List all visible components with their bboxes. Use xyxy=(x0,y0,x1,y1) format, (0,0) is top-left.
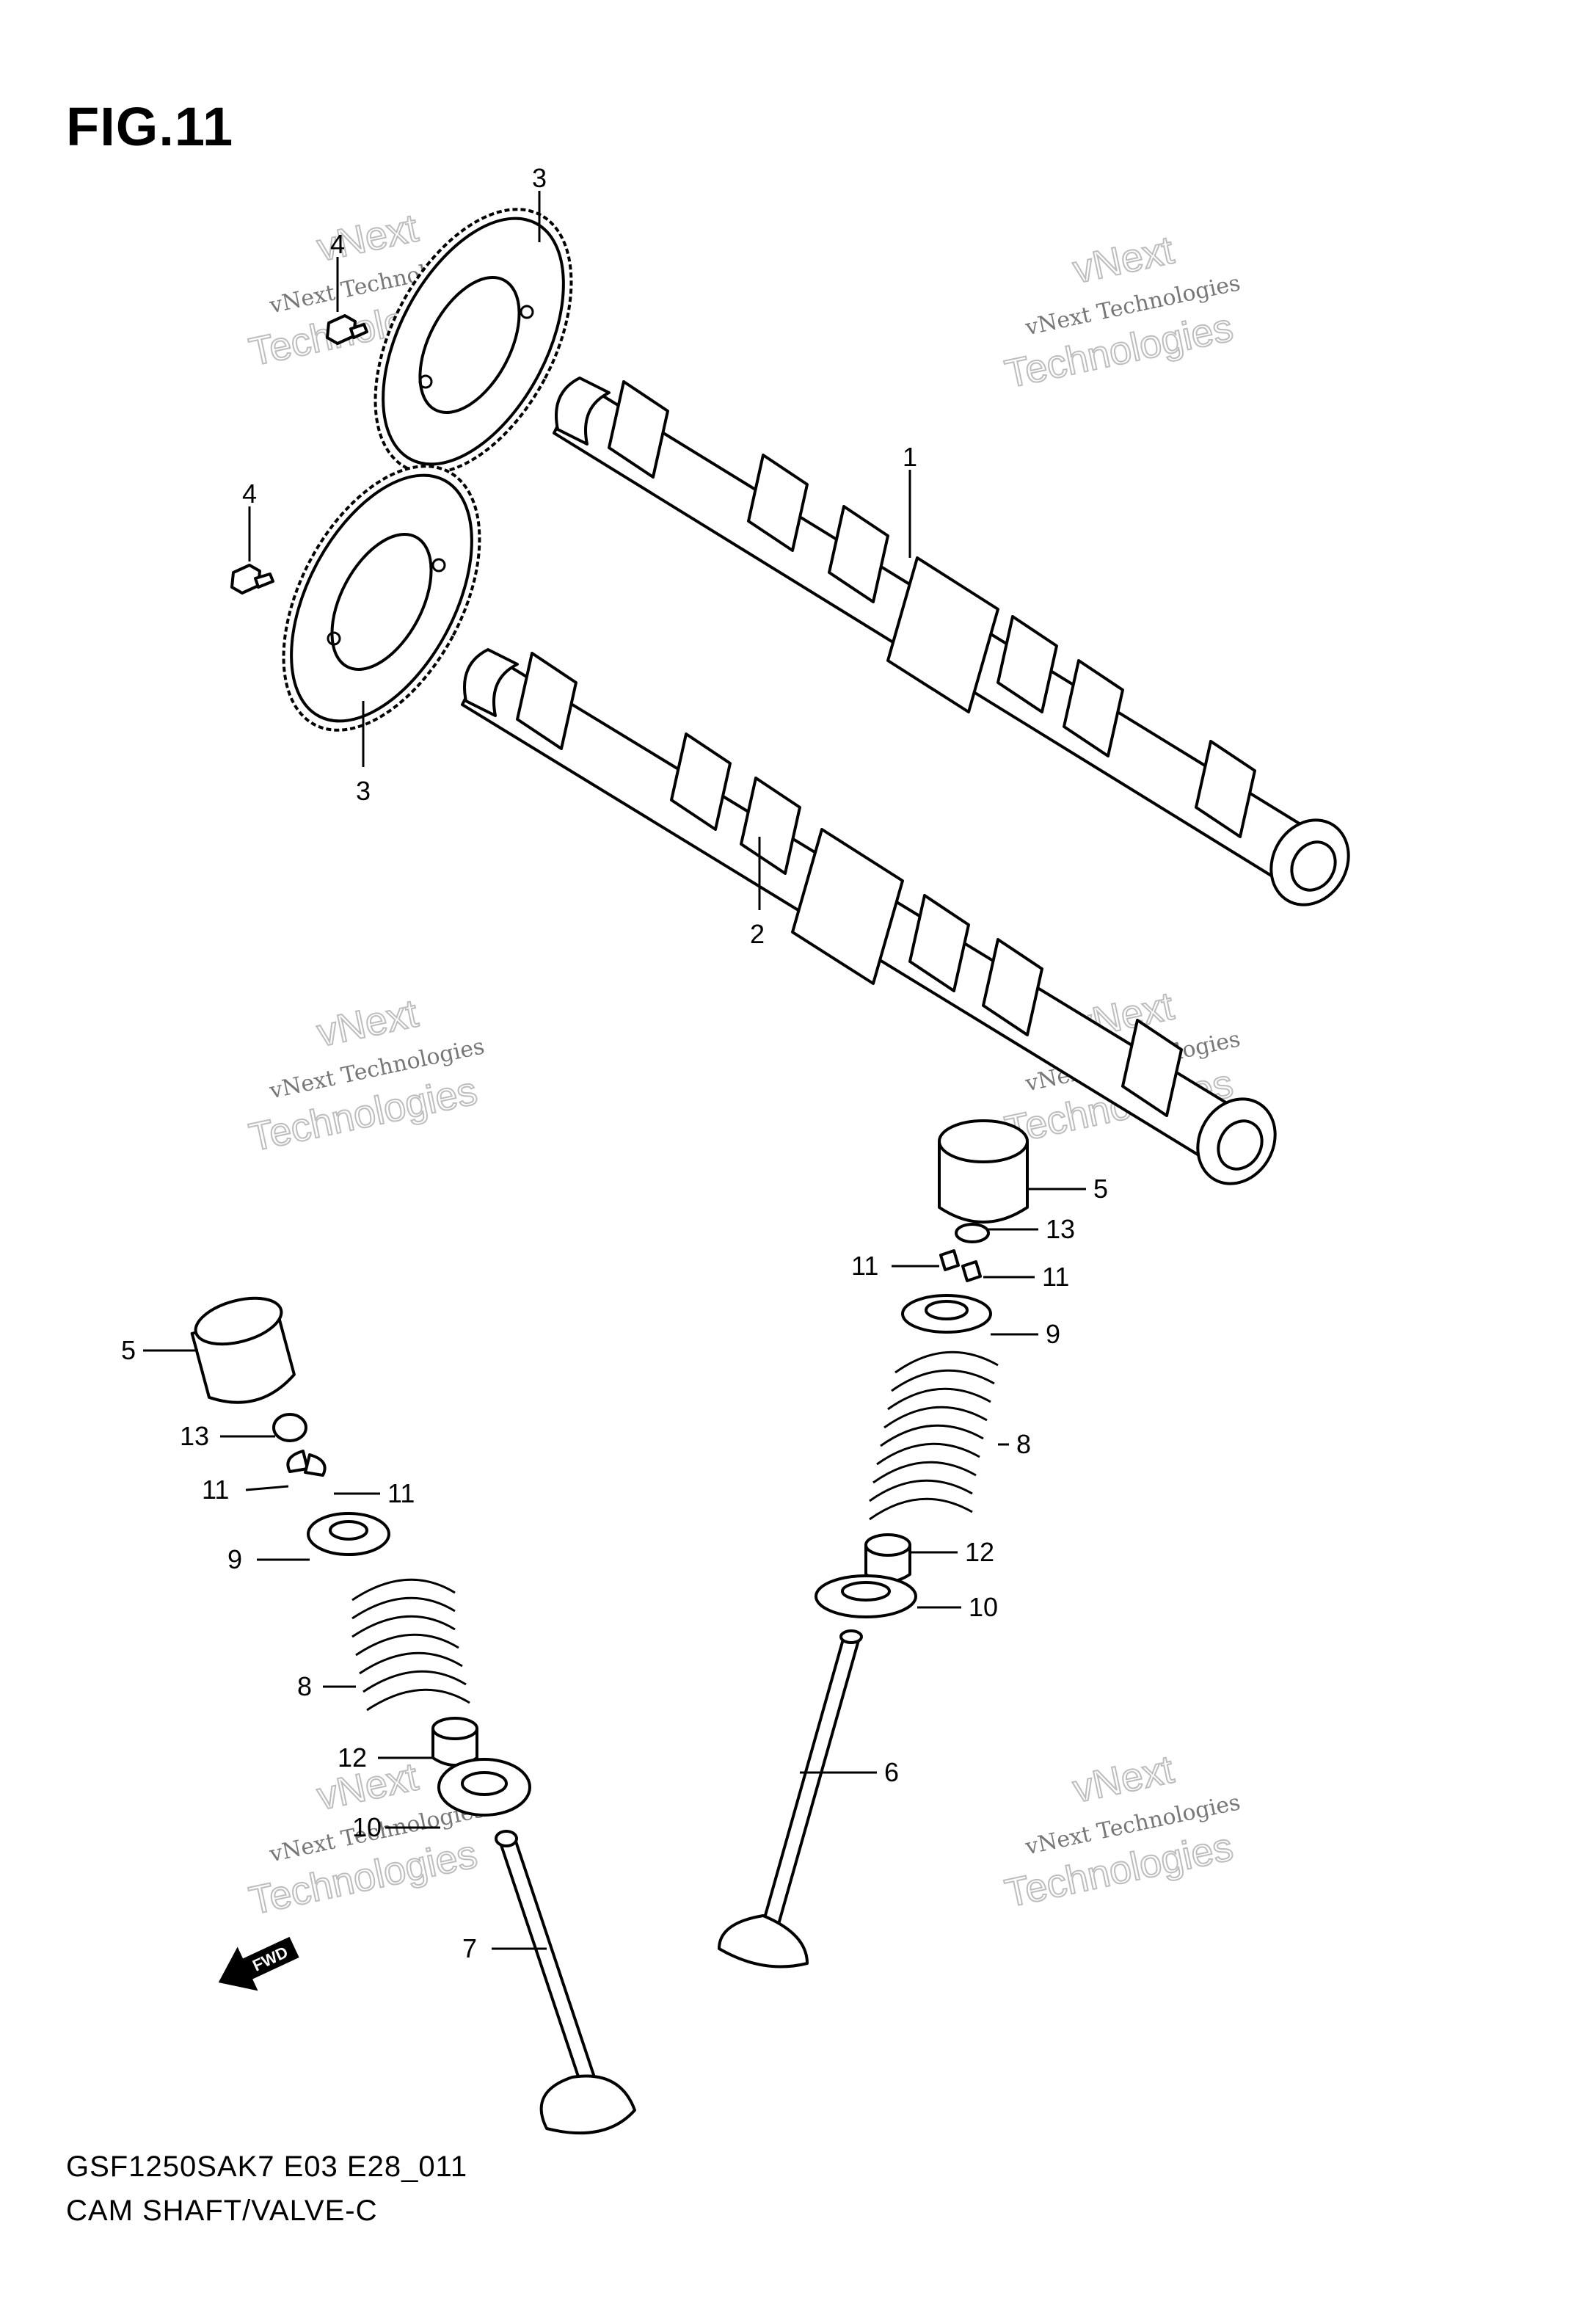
watermark-brand-top: vNext xyxy=(1069,228,1178,291)
spring-right xyxy=(869,1351,999,1521)
watermark-brand-top: vNext xyxy=(1069,1747,1178,1811)
cotter-left-a xyxy=(286,1450,309,1473)
cam-sprocket-lower xyxy=(282,465,481,732)
cotter-right-a xyxy=(939,1249,960,1271)
valve-right xyxy=(718,1629,863,1969)
tappet-right xyxy=(938,1119,1029,1224)
retainer-right xyxy=(901,1294,992,1334)
shim-right xyxy=(955,1223,990,1243)
callout-12-left: 12 xyxy=(338,1742,367,1773)
spring-left xyxy=(351,1578,470,1712)
watermark-brand-top: vNext xyxy=(313,991,422,1055)
callout-5-left: 5 xyxy=(121,1335,136,1365)
forward-direction-badge: FWD xyxy=(218,1936,299,1991)
callout-6: 6 xyxy=(884,1757,899,1787)
cotter-right-b xyxy=(961,1260,982,1282)
callout-3-upper: 3 xyxy=(532,163,547,193)
callout-7: 7 xyxy=(462,1933,477,1963)
callout-13-left: 13 xyxy=(180,1421,209,1451)
camshaft-intake xyxy=(553,377,1350,906)
cotter-left-b xyxy=(304,1453,327,1477)
shim-left xyxy=(272,1413,307,1442)
diagram-code: GSF1250SAK7 E03 E28_011 xyxy=(66,2151,468,2183)
retainer-left xyxy=(307,1512,390,1556)
callout-11-left-a: 11 xyxy=(202,1475,229,1505)
callout-11-right-a: 11 xyxy=(851,1251,878,1281)
seal-left xyxy=(431,1717,478,1767)
callout-2: 2 xyxy=(750,919,765,949)
sprocket-bolt-upper xyxy=(326,314,368,345)
valve-stack-left xyxy=(190,1296,636,2135)
callout-5-right: 5 xyxy=(1093,1174,1108,1204)
watermark-bottom-right: vNext vNext Technologies Technologies xyxy=(1001,1746,1243,1916)
callout-10-left: 10 xyxy=(352,1812,382,1842)
callout-11-left-b: 11 xyxy=(387,1478,415,1508)
callout-9-right: 9 xyxy=(1046,1319,1060,1349)
seat-right xyxy=(815,1574,917,1618)
callout-3-lower: 3 xyxy=(356,776,371,806)
seat-left xyxy=(437,1758,531,1817)
callout-4-upper: 4 xyxy=(330,229,345,259)
callout-8-right: 8 xyxy=(1016,1429,1031,1459)
diagram-name: CAM SHAFT/VALVE-C xyxy=(66,2195,378,2227)
callout-12-right: 12 xyxy=(965,1537,994,1567)
callout-labels: 3 4 4 3 1 2 5 13 11 11 9 8 12 10 6 5 13 … xyxy=(121,163,1108,1963)
callout-11-right-b: 11 xyxy=(1042,1262,1069,1292)
sprocket-bolt-lower xyxy=(230,564,274,595)
valve-left xyxy=(495,1830,636,2135)
callout-9-left: 9 xyxy=(227,1544,242,1574)
tappet-left xyxy=(190,1296,296,1404)
callout-13-right: 13 xyxy=(1046,1214,1075,1244)
watermark-mid-left: vNext vNext Technologies Technologies xyxy=(245,990,487,1160)
callout-1: 1 xyxy=(903,442,917,472)
camshaft-exhaust xyxy=(461,648,1277,1185)
callout-4-lower: 4 xyxy=(242,479,257,509)
cam-sprocket-upper xyxy=(374,208,573,475)
watermark-top-right: vNext vNext Technologies Technologies xyxy=(1001,227,1243,397)
valve-stack-right xyxy=(718,1119,1029,1969)
leader-lines xyxy=(143,191,1086,1950)
watermark-brand-top: vNext xyxy=(313,1754,422,1818)
callout-10-right: 10 xyxy=(969,1592,998,1622)
figure-title: FIG.11 xyxy=(66,96,234,157)
callout-8-left: 8 xyxy=(297,1671,312,1701)
